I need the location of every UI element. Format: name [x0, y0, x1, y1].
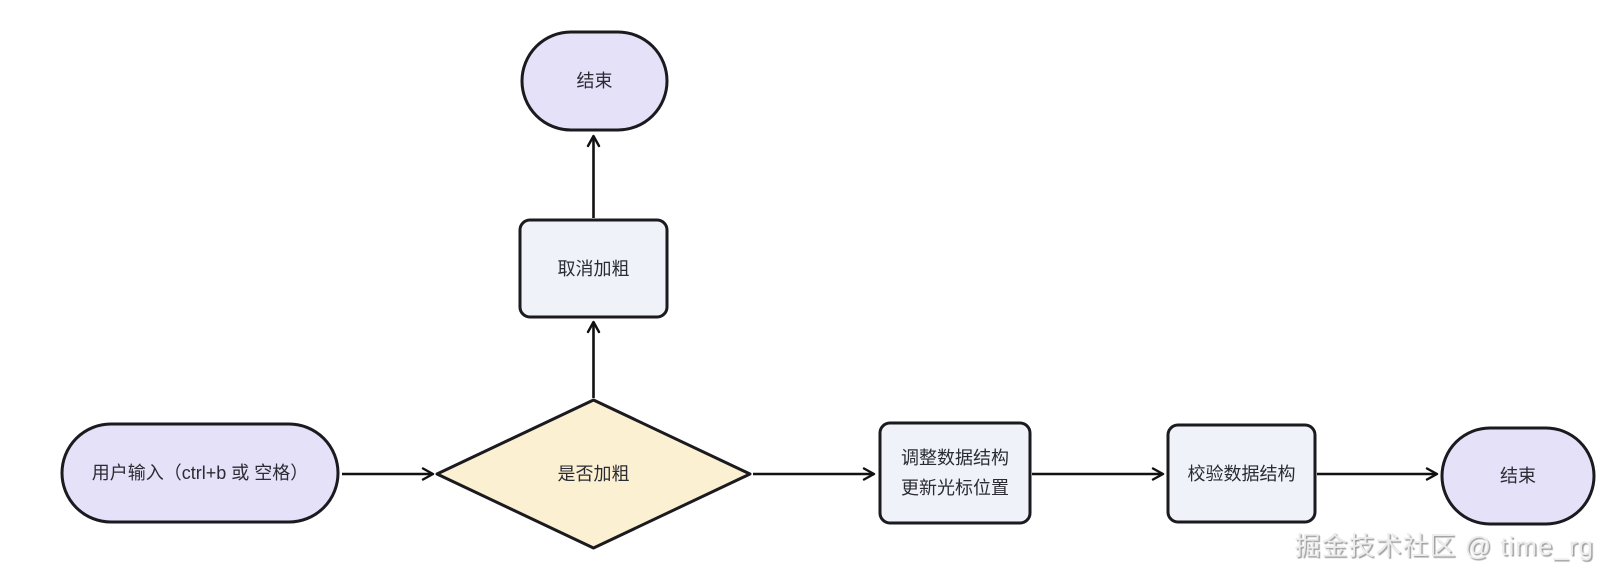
- node-cancel-bold-shape: [518, 218, 669, 319]
- node-validate-shape: [1166, 423, 1317, 524]
- node-end-top-shape: [520, 30, 669, 132]
- node-end-right-shape: [1440, 426, 1596, 526]
- edges: [342, 134, 1439, 481]
- node-start-shape: [60, 422, 340, 524]
- node-adjust-shape: [878, 421, 1032, 525]
- node-decision-shape: [435, 398, 752, 550]
